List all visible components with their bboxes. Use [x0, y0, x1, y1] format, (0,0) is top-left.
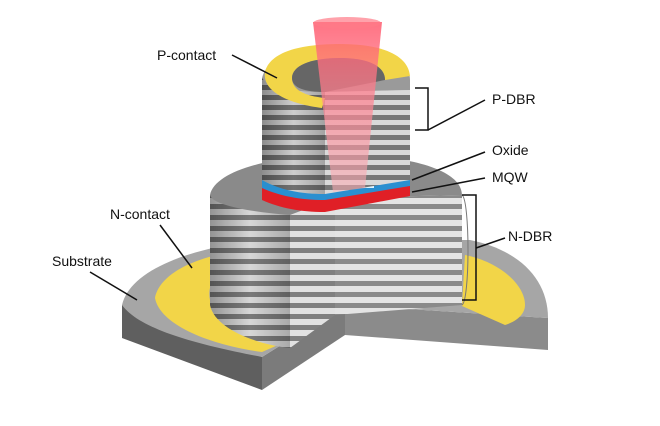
label-mqw: MQW: [492, 169, 529, 185]
laser-beam: [313, 17, 382, 192]
n-contact-ring: [155, 250, 525, 352]
p-dbr-bracket: [415, 87, 429, 131]
label-n-dbr: N-DBR: [508, 228, 552, 244]
label-substrate: Substrate: [52, 253, 112, 269]
label-oxide: Oxide: [492, 142, 529, 158]
p-contact-leader: [231, 54, 278, 79]
oxide-leader: [411, 151, 486, 181]
substrate-leader: [89, 271, 138, 301]
p-dbr-leader: [427, 99, 486, 131]
n-contact-leader: [159, 224, 193, 269]
label-n-contact: N-contact: [110, 206, 170, 222]
n-dbr-leader: [475, 237, 506, 249]
leader-lines: [89, 54, 506, 301]
label-p-contact: P-contact: [157, 47, 216, 63]
label-p-dbr: P-DBR: [492, 91, 536, 107]
mqw-leader: [411, 177, 486, 193]
